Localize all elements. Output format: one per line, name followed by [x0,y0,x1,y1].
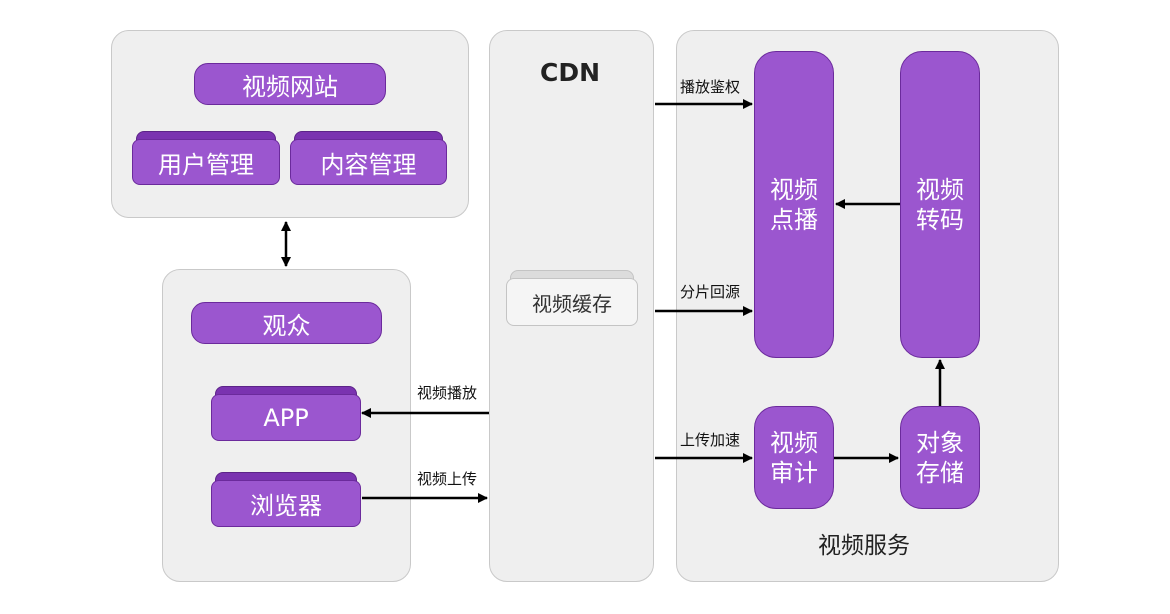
video-on-demand-node: 视频点播 [754,51,834,358]
video-cache-node: 视频缓存 [506,270,638,326]
app-label: APP [211,394,361,441]
upload-accel-label: 上传加速 [680,431,741,449]
object-storage-node: 对象存储 [900,406,980,509]
browser-node: 浏览器 [211,472,361,527]
video-review-node: 视频审计 [754,406,834,509]
video-service-title: 视频服务 [818,533,910,559]
video-on-demand-label: 视频点播 [770,175,818,234]
video-service-panel [676,30,1059,582]
video-website-node: 视频网站 [194,63,386,105]
video-review-label: 视频审计 [770,428,818,487]
audience-node: 观众 [191,302,382,344]
video-upload-label: 视频上传 [417,470,478,488]
video-cache-label: 视频缓存 [506,278,638,326]
video-transcode-node: 视频转码 [900,51,980,358]
user-management-label: 用户管理 [132,139,280,185]
play-auth-label: 播放鉴权 [680,78,741,96]
content-management-label: 内容管理 [290,139,447,185]
video-transcode-label: 视频转码 [916,175,964,234]
user-management-node: 用户管理 [132,131,280,185]
website-panel [111,30,469,218]
object-storage-label: 对象存储 [916,428,964,487]
cdn-title: CDN [540,58,601,87]
browser-label: 浏览器 [211,480,361,527]
app-node: APP [211,386,361,441]
video-play-label: 视频播放 [417,384,478,402]
content-management-node: 内容管理 [290,131,447,185]
segment-origin-label: 分片回源 [680,283,741,301]
